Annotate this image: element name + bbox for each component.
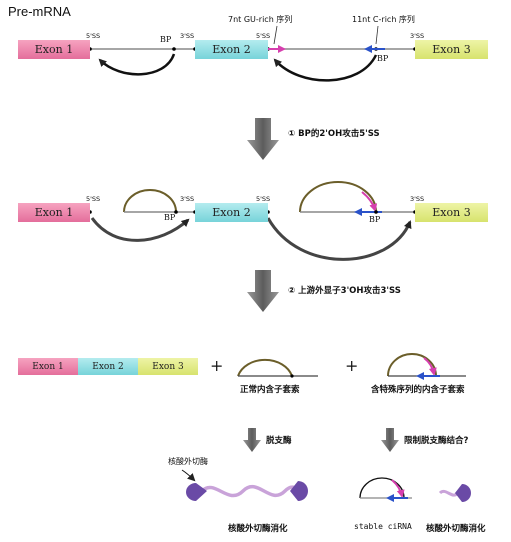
exon3-box-r2: Exon 3 [415,203,488,222]
ss3-label-1: 3'SS [180,32,195,40]
ss5-label-1: 5'SS [86,32,101,40]
step2-caption: ② 上游外显子3'OH攻击3'SS [288,286,401,296]
lariat1-arc [123,189,177,213]
ss3-label-r2b: 3'SS [410,195,425,203]
attack-arrow-r2b [266,217,412,261]
bp-label-r2b: BP [369,215,381,224]
gu-rich-label: 7nt GU-rich 序列 [228,15,293,24]
exonuclease-left [186,483,207,501]
mrna-exon2: Exon 2 [78,358,138,375]
debranch-arrow [243,428,261,452]
step1-caption: ① BP的2'OH攻击5'SS [288,129,380,139]
mrna-exon1: Exon 1 [18,358,78,375]
special-lariat-gu [423,357,437,376]
exonuclease-label: 核酸外切酶 [168,457,208,466]
stable-lariat-arc [359,477,405,499]
normal-lariat-bp [290,374,294,378]
degrading-rna [200,484,300,498]
exon1-box-r2: Exon 1 [18,203,90,222]
bp-label-2: BP [377,54,389,63]
exonuclease-right [290,481,308,501]
limit-arrow [381,428,399,452]
attack-arrow-r2a [90,217,190,242]
step1-arrow [247,118,279,160]
bp-label-1: BP [160,35,172,44]
gu-pointer [273,25,278,45]
plus-sign-1: + [210,356,224,375]
special-intron-label: 含特殊序列的内含子套索 [371,385,465,395]
exon2-box-r2: Exon 2 [195,203,268,222]
attack-arrow-2 [273,54,378,82]
exo-digest-right-label: 核酸外切酶消化 [426,524,486,534]
page-title: Pre-mRNA [8,4,71,19]
ss3-label-2: 3'SS [410,32,425,40]
step2-arrow [247,270,279,312]
limit-label: 限制脱支酶结合? [404,436,469,446]
debranch-label: 脱支酶 [266,436,292,446]
stable-lariat-gu [391,479,405,498]
exon3-box: Exon 3 [415,40,488,59]
c-pointer [375,25,379,45]
plus-sign-2: + [345,356,359,375]
exo-digest-left-label: 核酸外切酶消化 [228,524,288,534]
c-rich-label: 11nt C-rich 序列 [352,15,415,24]
normal-lariat-arc [237,358,293,377]
ss3-label-r2a: 3'SS [180,195,195,203]
exon1-box: Exon 1 [18,40,90,59]
bp-label-r2a: BP [164,213,176,222]
exonuclease-small [455,484,471,502]
lariat2-arc [299,181,377,213]
lariat2-gu [361,191,378,212]
ss5-label-r2b: 5'SS [256,195,271,203]
ss5-label-r2a: 5'SS [86,195,101,203]
exo-pointer [181,469,196,482]
bp-dot-r2 [174,210,178,214]
ss5-label-2: 5'SS [256,32,271,40]
special-lariat-arc [387,353,437,377]
attack-arrow-1 [98,53,176,76]
bp-dot-r2b [374,210,378,214]
mrna-exon3: Exon 3 [138,358,198,375]
stable-cirna-label: stable ciRNA [354,522,412,531]
bp-dot-1 [172,47,176,51]
normal-intron-label: 正常内含子套索 [240,385,300,395]
exon2-box: Exon 2 [195,40,268,59]
